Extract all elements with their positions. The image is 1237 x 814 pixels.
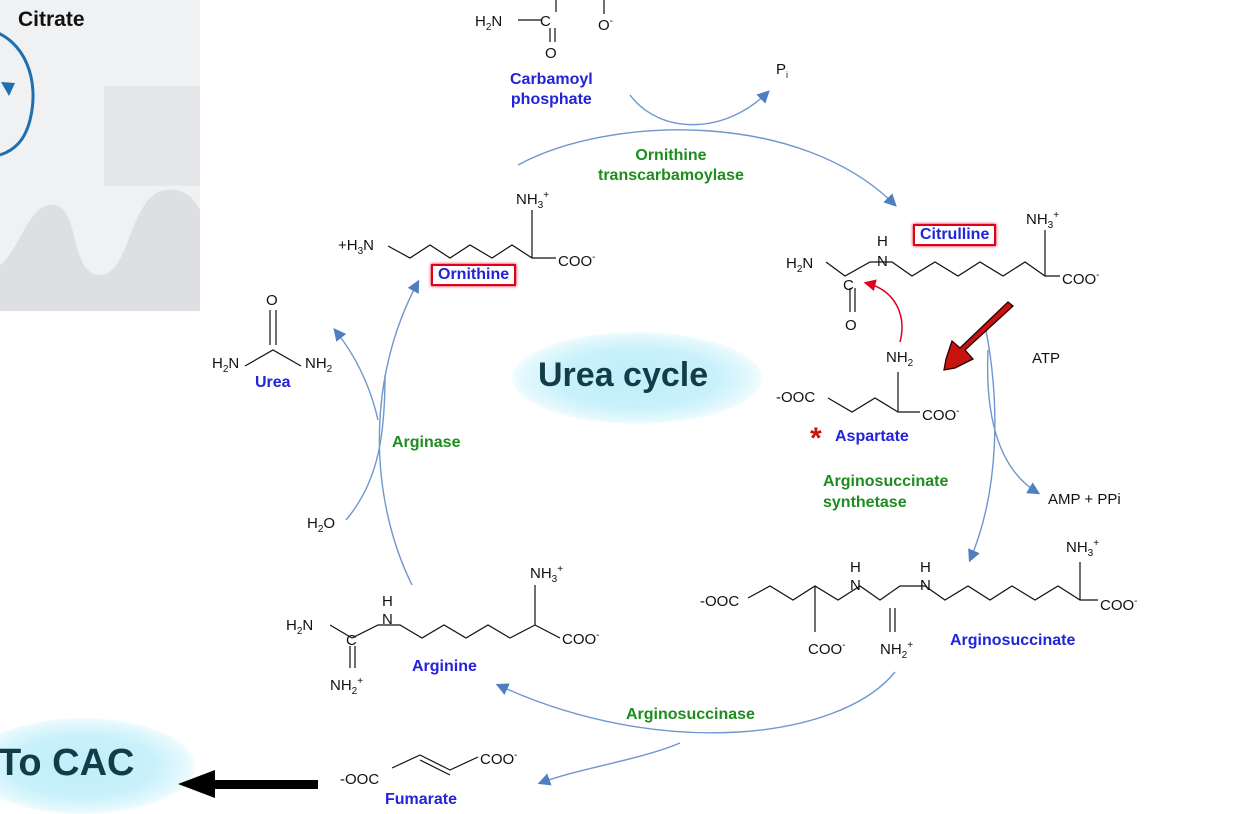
nucleophile-arrow [863,279,903,343]
svg-text:N: N [920,577,931,594]
arginosuccinate-synthetase-label: Arginosuccinate synthetase [823,471,948,513]
arrow-carbamoyl-in [629,90,770,126]
svg-text:COO-: COO- [922,406,960,424]
svg-text:COO-: COO- [562,630,600,648]
svg-text:COO-: COO- [808,640,846,658]
svg-text:C: C [843,277,854,294]
svg-text:NH2: NH2 [886,349,914,369]
svg-text:NH3+: NH3+ [530,564,563,585]
structure-bonds [244,0,1098,776]
citrate-panel-art [0,32,200,311]
fumarate-label: Fumarate [385,791,458,808]
urea-label: Urea [255,374,291,391]
arginosuccinase-label: Arginosuccinase [626,706,755,723]
svg-text:O-: O- [598,16,613,34]
arrow-atp-branch [986,349,1041,495]
otc-line2: transcarbamoylase [598,167,744,184]
svg-text:C: C [346,632,357,649]
svg-text:H: H [877,233,888,250]
citrulline-label: Citrulline [913,224,997,246]
svg-text:-OOC: -OOC [700,593,739,610]
svg-text:O: O [545,45,557,62]
svg-text:N: N [382,611,393,628]
svg-text:H2N: H2N [286,617,313,637]
svg-text:O: O [266,292,278,309]
svg-text:NH3+: NH3+ [1066,538,1099,559]
atp-label: ATP [1032,350,1061,367]
svg-text:NH3+: NH3+ [1026,210,1059,231]
svg-text:NH2+: NH2+ [330,676,363,697]
title-glow [512,332,762,424]
svg-text:H: H [920,559,931,576]
svg-text:H2N: H2N [786,255,813,275]
citrate-panel-shade [104,86,200,186]
to-cac-arrow [178,770,318,798]
citrate-label: Citrate [18,8,85,31]
svg-text:H: H [382,593,393,610]
svg-text:H2N: H2N [212,355,239,375]
svg-text:NH3+: NH3+ [516,190,549,211]
svg-text:N: N [877,253,888,270]
svg-text:-OOC: -OOC [776,389,815,406]
asterisk-mark: * [810,422,822,455]
arginase-label: Arginase [392,434,461,451]
otc-line1: Ornithine [635,147,707,164]
svg-text:Pi: Pi [776,61,788,80]
svg-text:C: C [540,13,551,30]
svg-text:H: H [850,559,861,576]
svg-text:H2N: H2N [475,13,502,33]
svg-text:COO-: COO- [1062,270,1100,288]
svg-text:NH2: NH2 [305,355,333,375]
svg-text:O: O [845,317,857,334]
arrow-ornithine-to-citrulline [517,129,897,207]
svg-text:NH2+: NH2+ [880,640,913,661]
svg-text:-OOC: -OOC [340,771,379,788]
arrow-arginine-to-ornithine [378,279,420,586]
arrow-urea-branch [345,374,386,521]
citrate-panel: Citrate [0,0,200,311]
ass-line1: Arginosuccinate [823,473,949,490]
arrow-argininosuccinate-to-arginine [495,671,896,734]
to-cac-glow [0,718,195,814]
water-label: H2O [307,515,336,535]
carbamoyl-phosphate-line1: Carbamoyl [510,71,593,88]
svg-text:N: N [850,577,861,594]
ornithine-transcarbamoylase-label: Ornithine transcarbamoylase [598,146,744,186]
ornithine-label: Ornithine [431,264,517,286]
cycle-arrows [333,90,1041,786]
svg-text:COO-: COO- [1100,596,1138,614]
cycle-title: Urea cycle [538,356,709,394]
aspartate-label: Aspartate [835,428,909,445]
carbamoyl-phosphate-line2: phosphate [510,91,592,108]
arrow-fumarate-branch [537,742,681,786]
arrow-urea-out [333,328,379,421]
to-cac-label: To CAC [0,742,135,784]
amp-ppi-label: AMP + PPi [1048,491,1121,508]
svg-text:COO-: COO- [558,252,596,270]
svg-text:COO-: COO- [480,750,518,768]
arginine-label: Arginine [412,658,477,675]
svg-text:+H3N: +H3N [338,237,374,257]
highlight-arrow [943,301,1014,371]
argininosuccinate-label: Arginosuccinate [950,632,1076,649]
carbamoyl-phosphate-label: Carbamoyl phosphate [510,70,593,110]
ass-line2: synthetase [823,494,907,511]
arrow-citrulline-to-argininosuccinate [968,324,996,563]
